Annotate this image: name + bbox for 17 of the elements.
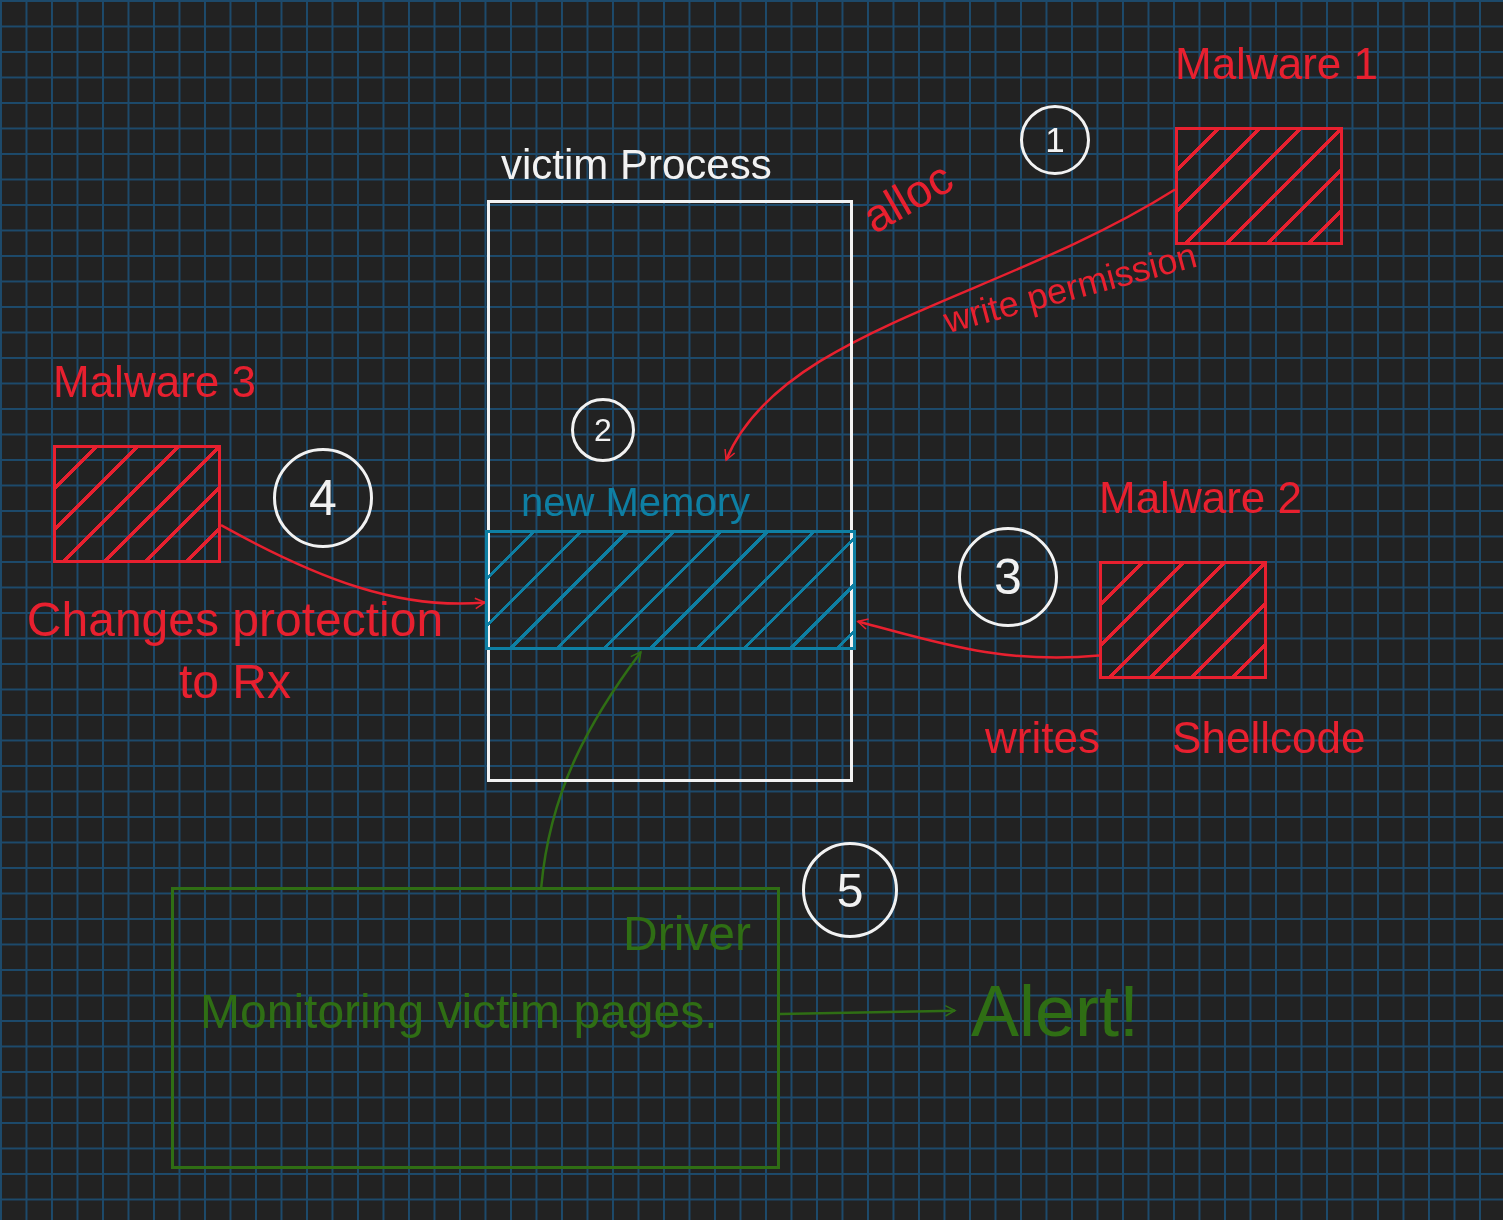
step-number-circle: 1: [1020, 105, 1090, 175]
malware-title: Malware 2: [1098, 472, 1303, 524]
arrow: [857, 618, 1100, 659]
arrow: [725, 188, 1176, 461]
driver-box: [171, 887, 780, 1169]
step-number-circle: 2: [571, 398, 635, 462]
malware-title: Malware 1: [1174, 38, 1379, 90]
step-number-circle: 4: [273, 448, 373, 548]
node-label: Changes protection to Rx: [25, 591, 445, 711]
process-title: victim Process: [500, 140, 773, 190]
step-number-circle: 5: [802, 842, 898, 938]
arrow: [540, 651, 642, 888]
node-label: writes Shellcode: [985, 711, 1367, 764]
malware-title: Malware 3: [52, 356, 257, 408]
edge-label: alloc: [853, 149, 962, 244]
step-number-circle: 3: [958, 527, 1058, 627]
arrow: [779, 1004, 956, 1017]
